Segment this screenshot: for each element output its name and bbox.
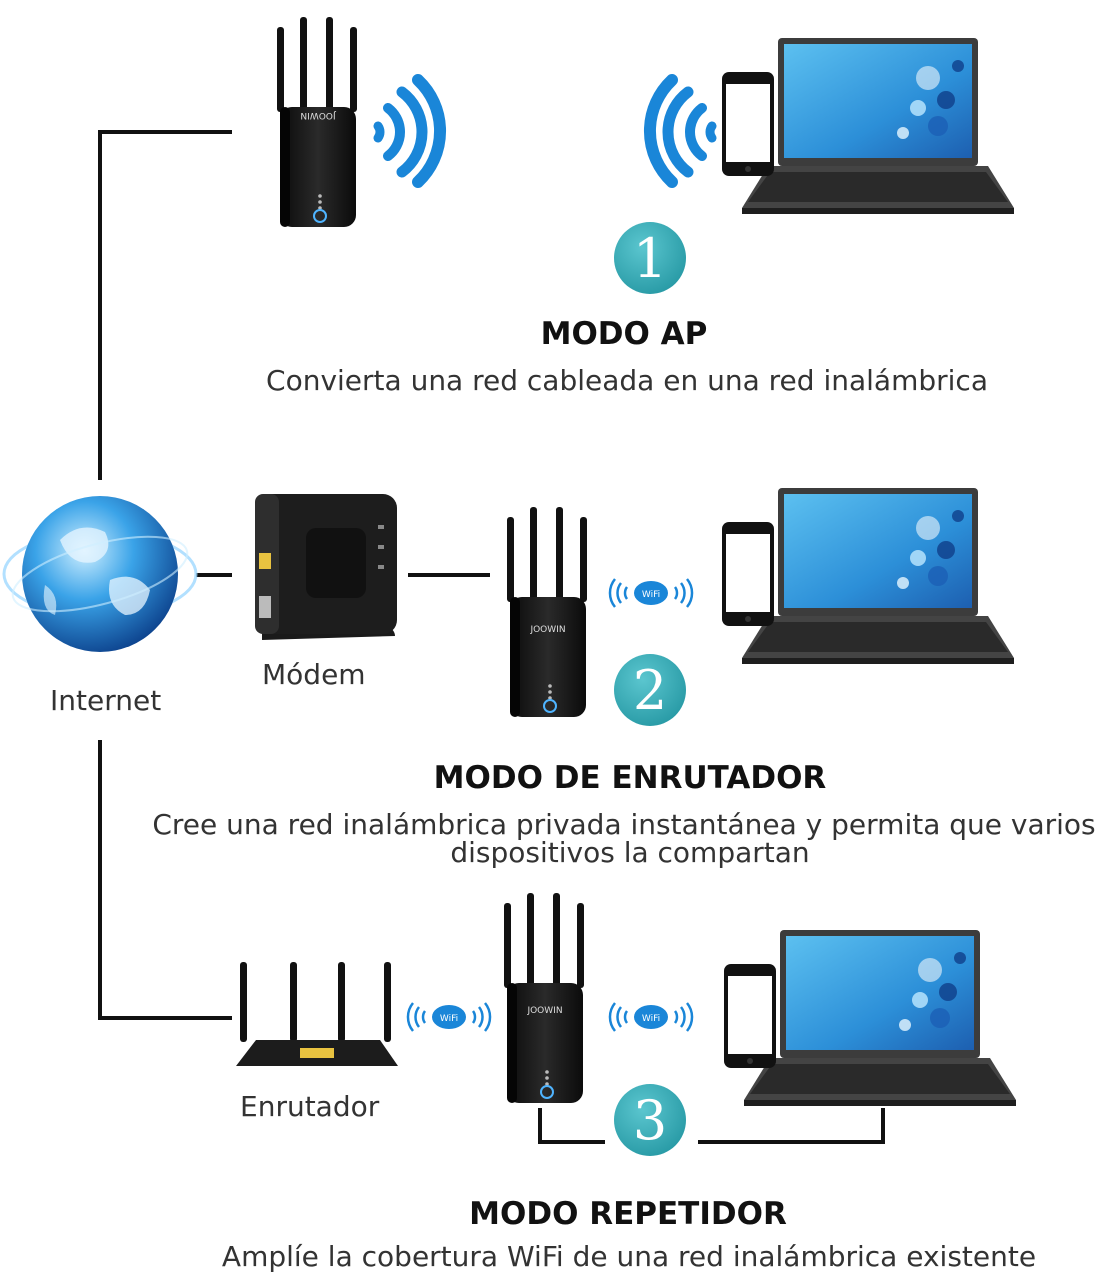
mode-1-title: MODO AP	[540, 316, 708, 352]
brand-label: JOOWIN	[300, 110, 336, 120]
wifi-chip-label: WiFi	[642, 590, 660, 600]
router-label: Enrutador	[240, 1090, 380, 1123]
wifi-waves-left-icon	[644, 74, 717, 188]
laptop-icon	[742, 488, 1014, 664]
wifi-waves-right-icon	[373, 74, 446, 188]
brand-label: JOOWIN	[526, 1006, 562, 1016]
internet-globe-icon	[2, 496, 198, 652]
laptop-icon	[744, 930, 1016, 1106]
internet-label: Internet	[50, 684, 162, 717]
extender-router-mode-icon	[506, 506, 588, 718]
phone-icon	[722, 522, 774, 626]
mode-3-number-badge: 3	[614, 1084, 686, 1156]
mode-2-description-line-1: Cree una red inalámbrica privada instant…	[152, 808, 1096, 841]
phone-icon	[722, 72, 774, 176]
mode-2-title: MODO DE ENRUTADOR	[433, 760, 827, 796]
mode-3-description: Amplíe la cobertura WiFi de una red inal…	[221, 1240, 1037, 1273]
mode-1-description: Convierta una red cableada en una red in…	[266, 364, 988, 397]
connection-lines	[98, 130, 885, 1144]
brand-label: JOOWIN	[529, 625, 565, 635]
mode-2-description-line-2: dispositivos la compartan	[450, 836, 810, 869]
wifi-chip-label: WiFi	[642, 1014, 660, 1024]
mode-3-title: MODO REPETIDOR	[469, 1196, 787, 1232]
wifi-chip-label: WiFi	[440, 1014, 458, 1024]
mode-2-number-badge: 2	[614, 654, 686, 726]
router-device	[236, 962, 398, 1066]
mode-1-number-badge: 1	[614, 222, 686, 294]
phone-icon	[724, 964, 776, 1068]
modem-device	[255, 494, 397, 640]
modem-label: Módem	[262, 658, 366, 691]
laptop-icon	[742, 38, 1014, 214]
extender-repeater-icon	[503, 892, 585, 1104]
extender-ap-icon	[276, 16, 358, 228]
